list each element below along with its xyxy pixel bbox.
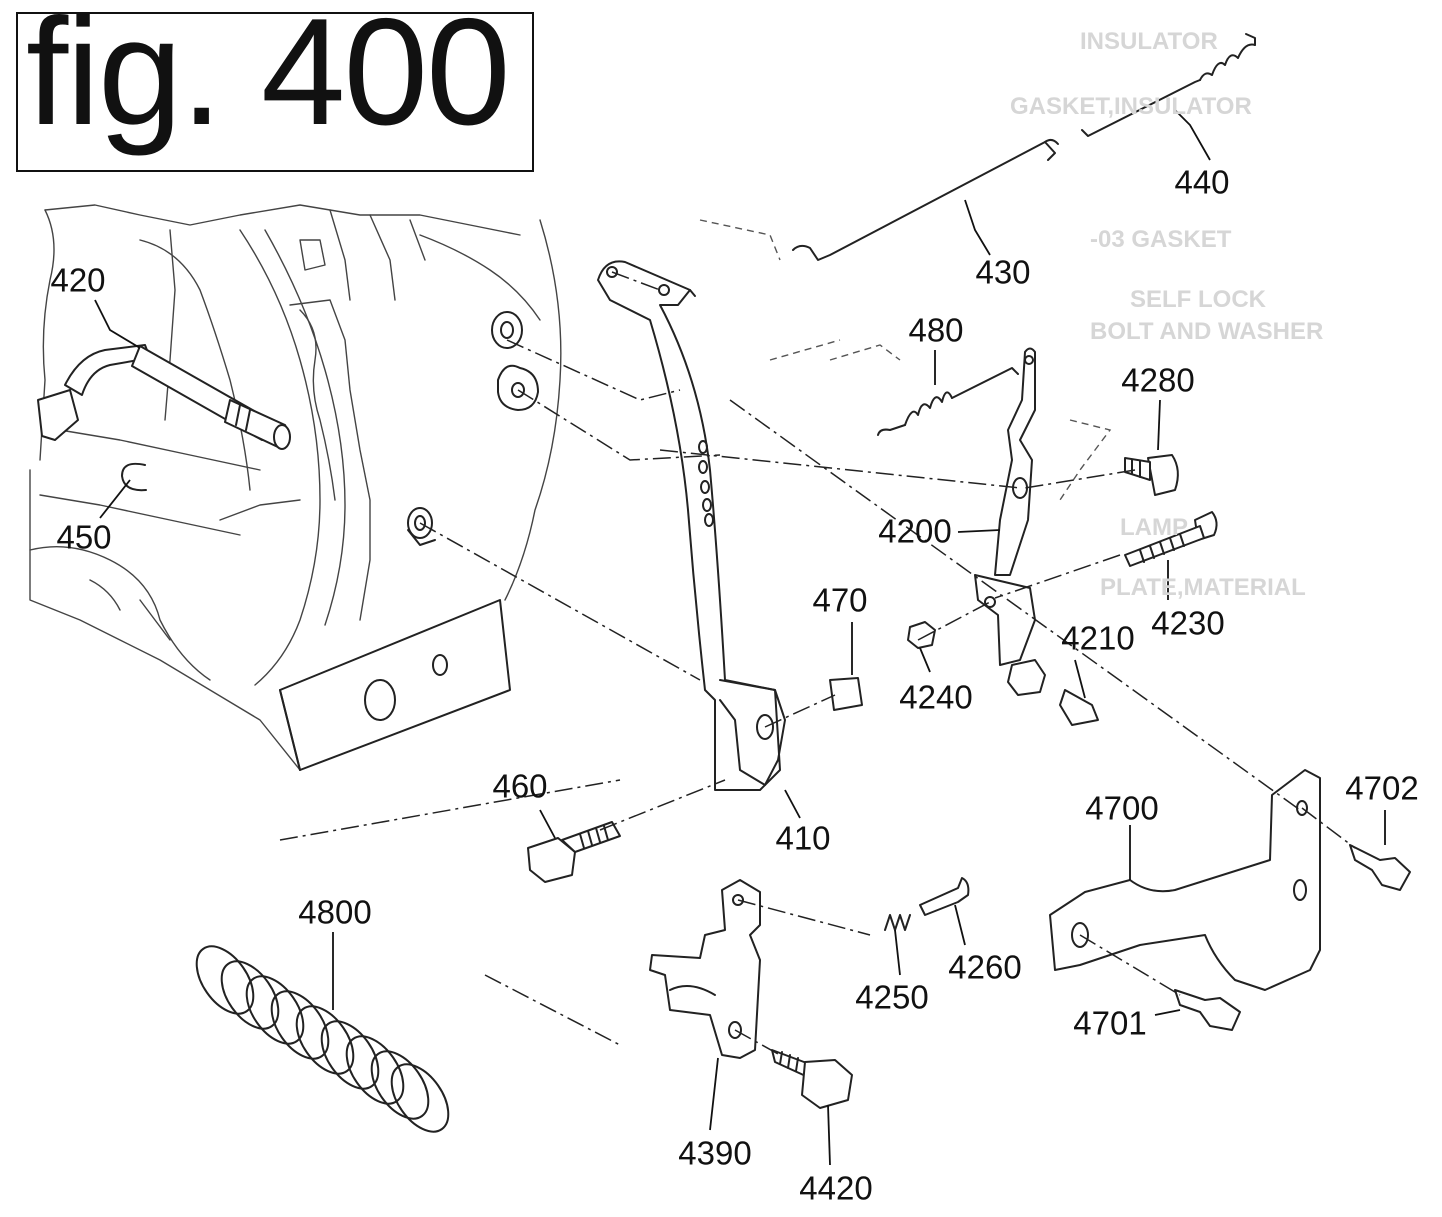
part-4240-hex-nut	[907, 621, 936, 649]
assembly-lines	[279, 219, 1356, 1056]
callout-440: 440	[1174, 163, 1230, 201]
part-470-square-nut	[829, 677, 863, 711]
callout-4420: 4420	[799, 1169, 873, 1207]
callout-4230: 4230	[1151, 604, 1225, 642]
part-450-retaining-clip	[121, 462, 147, 492]
part-480-return-spring	[877, 367, 1019, 436]
background-text-line: BOLT AND WASHER	[1090, 318, 1324, 345]
part-4250-spring	[884, 914, 911, 931]
part-4280-pan-head-screw	[1124, 454, 1179, 496]
part-4200-control-lever	[974, 347, 1036, 666]
part-4260-adjusting-screw	[919, 877, 970, 916]
part-460-clamp-bolt	[527, 821, 621, 883]
background-text-line: -03 GASKET	[1090, 226, 1232, 253]
callout-4800: 4800	[298, 893, 372, 931]
callout-4700: 4700	[1085, 789, 1159, 827]
callout-4390: 4390	[678, 1134, 752, 1172]
background-text-line: GASKET,INSULATOR	[1010, 93, 1252, 120]
leader-lines	[94, 109, 1386, 1166]
figure-title-box: fig. 400	[16, 0, 534, 172]
callout-480: 480	[908, 311, 964, 349]
part-4701-flange-bolt	[1174, 989, 1241, 1031]
part-4420-flange-bolt	[771, 1049, 853, 1109]
engine-housing	[29, 204, 562, 771]
part-410-governor-lever	[597, 260, 786, 791]
part-4800-coil-spring	[195, 945, 450, 1133]
callout-470: 470	[812, 581, 868, 619]
callout-4701: 4701	[1073, 1004, 1147, 1042]
callout-4250: 4250	[855, 978, 929, 1016]
callout-4260: 4260	[948, 948, 1022, 986]
part-4210-pivot-bolt	[1007, 659, 1099, 726]
callout-4200: 4200	[878, 512, 952, 550]
background-text-line: LAMP	[1120, 514, 1188, 541]
background-text-line: PLATE,MATERIAL	[1100, 574, 1306, 601]
callout-420: 420	[50, 261, 106, 299]
callout-4702: 4702	[1345, 769, 1419, 807]
callout-4240: 4240	[899, 678, 973, 716]
part-4702-flange-bolt	[1349, 844, 1411, 891]
callout-4210: 4210	[1061, 619, 1135, 657]
part-4700-bracket	[1049, 769, 1321, 991]
background-text-line: INSULATOR	[1080, 28, 1218, 55]
callout-450: 450	[56, 518, 112, 556]
callout-460: 460	[492, 767, 548, 805]
part-440-governor-spring	[1081, 33, 1256, 137]
figure-title: fig. 400	[26, 0, 511, 157]
background-text-line: SELF LOCK	[1130, 286, 1266, 313]
callout-430: 430	[975, 253, 1031, 291]
callout-410: 410	[775, 819, 831, 857]
part-430-governor-rod	[792, 138, 1059, 261]
callout-4280: 4280	[1121, 361, 1195, 399]
part-4230-screw	[1124, 511, 1218, 567]
part-4390-control-bracket	[649, 879, 761, 1059]
part-420-governor-shaft	[37, 344, 291, 450]
